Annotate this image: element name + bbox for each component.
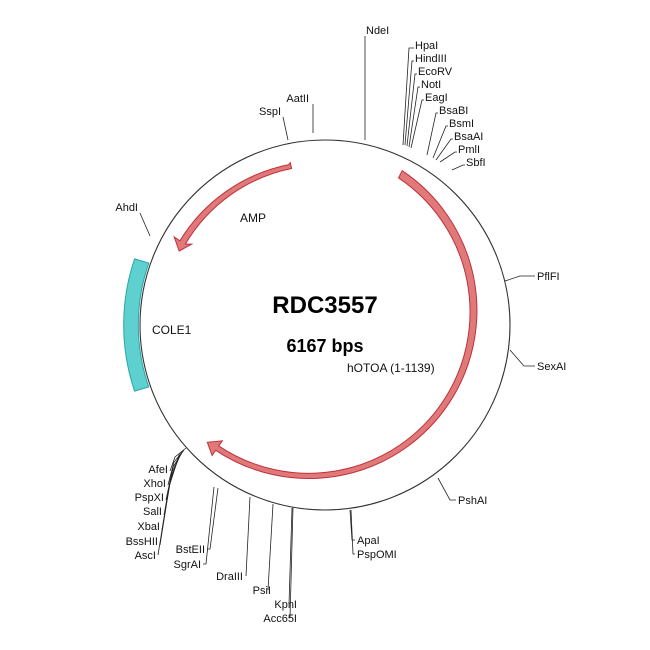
site-sspi[interactable]: SspI [259, 106, 281, 118]
site-pmli[interactable]: PmlI [458, 144, 480, 156]
site-labels: NdeI HpaI HindIII EcoRV NotI EagI BsaBI … [115, 25, 566, 625]
site-afei[interactable]: AfeI [148, 464, 168, 476]
site-bsaai[interactable]: BsaAI [454, 131, 483, 143]
site-asci[interactable]: AscI [135, 550, 156, 562]
site-ahdi[interactable]: AhdI [115, 202, 138, 214]
site-leaders-left [139, 104, 314, 556]
site-eagi[interactable]: EagI [425, 92, 448, 104]
site-sgrai[interactable]: SgrAI [173, 559, 201, 571]
site-noti[interactable]: NotI [421, 79, 441, 91]
site-sali[interactable]: SalI [143, 506, 162, 518]
site-acc65i[interactable]: Acc65I [263, 613, 297, 625]
cole1-feature-block[interactable] [123, 258, 150, 392]
site-pspomi[interactable]: PspOMI [357, 549, 397, 561]
plasmid-size: 6167 bps [286, 336, 363, 356]
site-aatii[interactable]: AatII [286, 93, 309, 105]
site-psii[interactable]: PsiI [253, 585, 271, 597]
site-bsabi[interactable]: BsaBI [439, 105, 468, 117]
amp-feature-arrow[interactable] [173, 161, 293, 252]
site-draiii[interactable]: DraIII [216, 571, 243, 583]
amp-label: AMP [240, 211, 266, 225]
site-bsteii[interactable]: BstEII [176, 544, 205, 556]
hotoa-feature-arrow[interactable] [206, 169, 478, 480]
site-pspxi[interactable]: PspXI [135, 492, 164, 504]
hotoa-label: hOTOA (1-1139) [347, 361, 435, 375]
cole1-label: COLE1 [152, 323, 192, 337]
site-pshai[interactable]: PshAI [458, 495, 487, 507]
site-kpni[interactable]: KpnI [274, 599, 297, 611]
site-ecorv[interactable]: EcoRV [418, 66, 453, 78]
site-sbfi[interactable]: SbfI [466, 157, 486, 169]
site-pflfi[interactable]: PflFI [537, 271, 560, 283]
plasmid-name: RDC3557 [272, 292, 377, 319]
site-leaders-right [349, 275, 535, 555]
plasmid-backbone [139, 139, 511, 511]
site-leaders-top [364, 36, 465, 171]
site-bsshii[interactable]: BssHII [126, 536, 158, 548]
site-xbai[interactable]: XbaI [137, 521, 160, 533]
site-ndei[interactable]: NdeI [366, 25, 389, 37]
site-apai[interactable]: ApaI [357, 535, 380, 547]
site-bsmi[interactable]: BsmI [449, 118, 474, 130]
site-leaders-bottom [203, 486, 294, 619]
site-hindiii[interactable]: HindIII [415, 53, 447, 65]
site-hpai[interactable]: HpaI [415, 40, 438, 52]
site-sexai[interactable]: SexAI [537, 361, 566, 373]
site-xhoi[interactable]: XhoI [143, 478, 166, 490]
